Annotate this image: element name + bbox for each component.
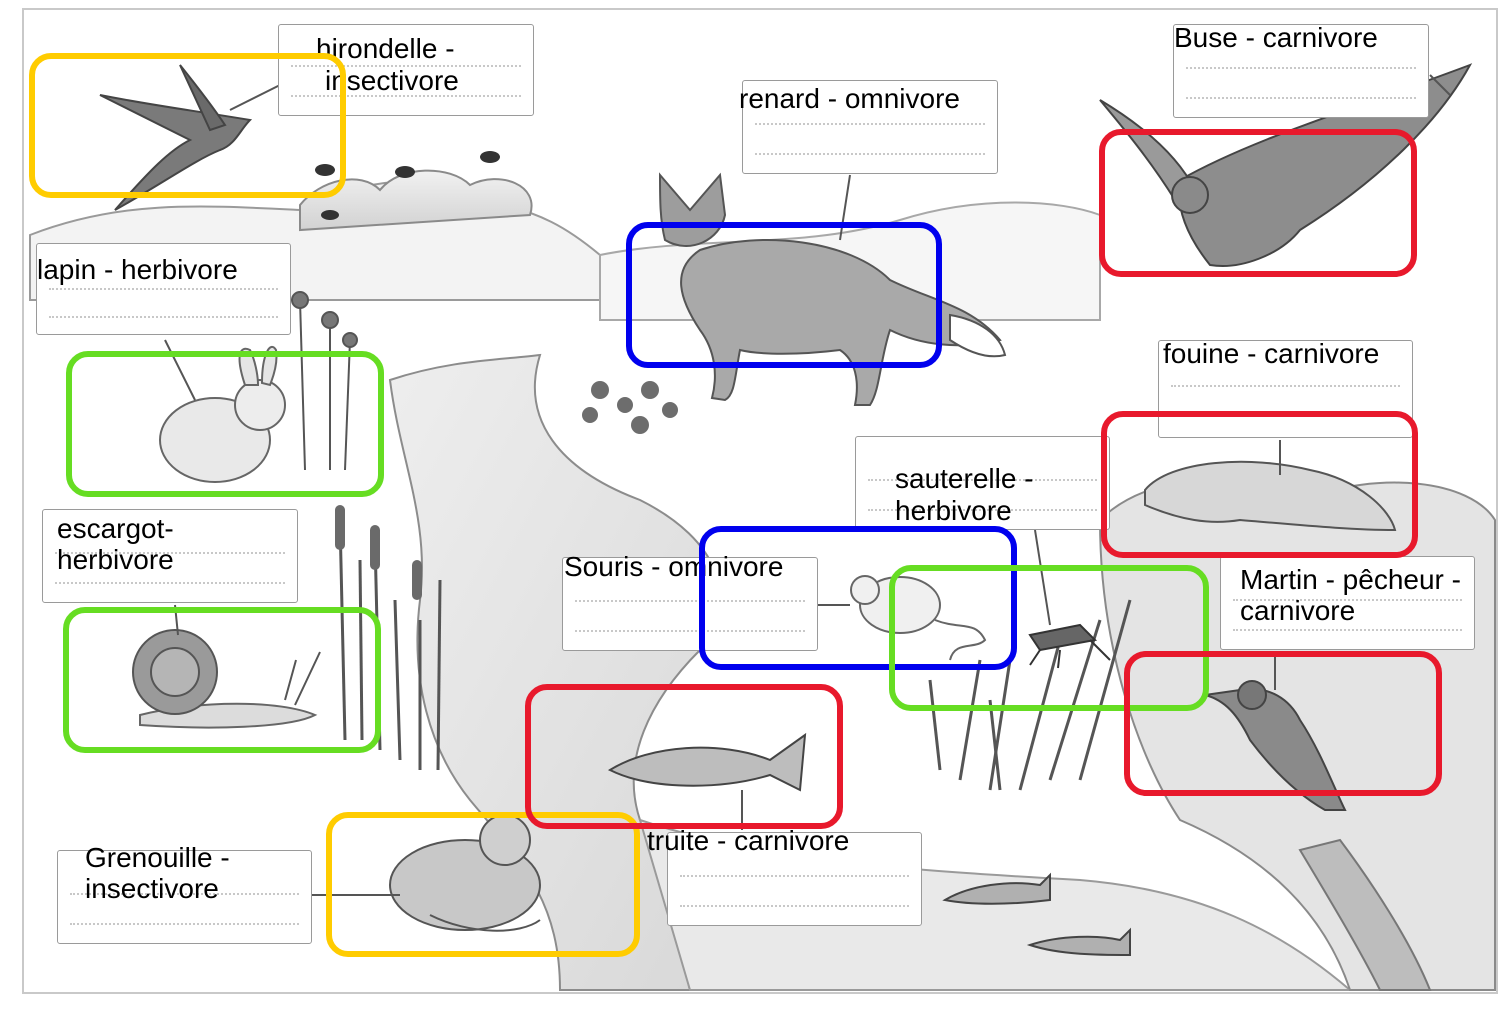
- label-grenouille-line2: insectivore: [85, 873, 219, 905]
- highlight-lapin: [66, 351, 384, 497]
- highlight-hirondelle: [29, 53, 346, 198]
- label-grenouille-line1: Grenouille -: [85, 842, 230, 874]
- highlight-martin: [1124, 651, 1442, 796]
- label-sauterelle-line1: sauterelle -: [895, 463, 1034, 495]
- label-truite: truite - carnivore: [647, 825, 849, 857]
- label-lapin: lapin - herbivore: [37, 254, 238, 286]
- label-buse: Buse - carnivore: [1174, 22, 1378, 54]
- label-escargot-line1: escargot-: [57, 513, 174, 545]
- highlight-buse: [1099, 129, 1417, 277]
- highlight-fouine: [1101, 411, 1418, 558]
- highlight-truite: [525, 684, 843, 829]
- highlight-renard: [626, 222, 942, 368]
- label-sauterelle-line2: herbivore: [895, 495, 1012, 527]
- highlight-escargot: [63, 607, 381, 753]
- label-escargot-line2: herbivore: [57, 544, 174, 576]
- highlight-grenouille: [326, 812, 640, 957]
- label-martin-line2: carnivore: [1240, 595, 1355, 627]
- label-renard: renard - omnivore: [739, 83, 960, 115]
- label-martin-line1: Martin - pêcheur -: [1240, 564, 1461, 596]
- label-fouine: fouine - carnivore: [1163, 338, 1379, 370]
